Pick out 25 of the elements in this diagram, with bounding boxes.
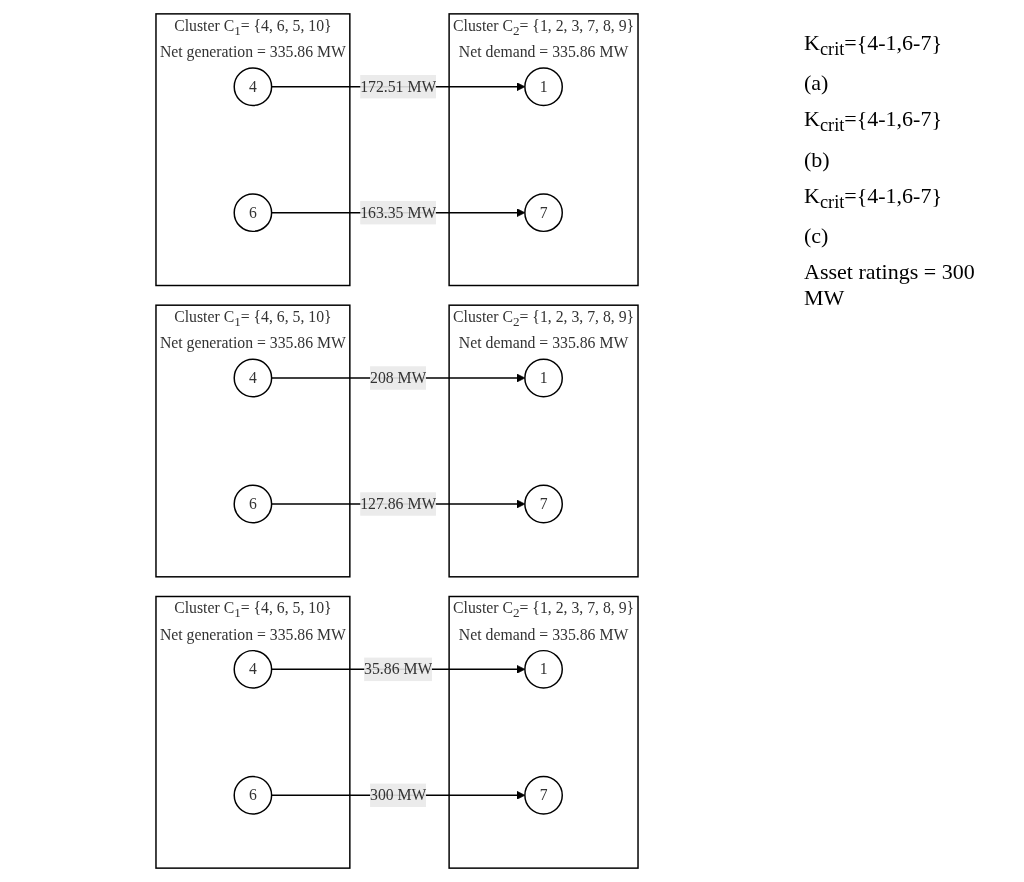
note-label: (b)	[804, 146, 831, 173]
edge-label: 300 MW	[370, 786, 427, 804]
edge-label: 208 MW	[370, 369, 427, 386]
node-circle: 7	[524, 193, 563, 233]
node-circle: 1	[524, 358, 563, 398]
node-circle: 6	[233, 775, 273, 815]
node-circle: 7	[524, 484, 563, 524]
node-circle: 6	[233, 484, 273, 524]
note-label: K$_{crit}$={4-1,6-7}	[804, 30, 943, 61]
note-label: K$_{crit}$={4-1,6-7}	[804, 106, 943, 137]
node-circle: 6	[233, 193, 273, 233]
edge-label: 127.86 MW	[360, 495, 437, 512]
edge-label: 172.51 MW	[360, 77, 437, 95]
note-label: (a)	[804, 70, 830, 97]
node-circle: 7	[524, 775, 563, 815]
node-circle: 1	[524, 67, 563, 107]
node-circle: 4	[233, 649, 273, 689]
edge-label: 163.35 MW	[360, 203, 437, 221]
note-label: K$_{crit}$={4-1,6-7}	[804, 182, 943, 214]
node-circle: 1	[524, 649, 563, 689]
node-circle: 4	[233, 358, 273, 398]
node-circle: 4	[233, 67, 273, 107]
edge-label: 35.86 MW	[364, 660, 433, 678]
note-label: Asset ratings = 300 MW	[804, 259, 976, 312]
note-label: (c)	[804, 223, 830, 250]
